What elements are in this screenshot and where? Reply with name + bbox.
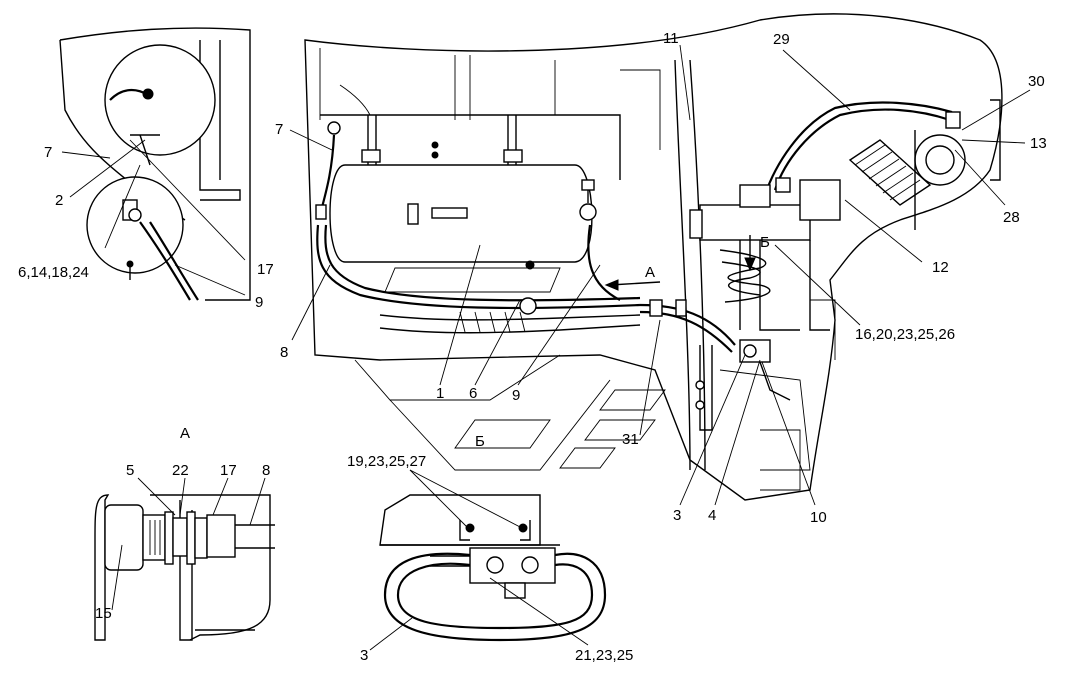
main-view [304, 13, 1003, 501]
view-a-title: А [180, 425, 191, 442]
nut-22 [172, 517, 188, 557]
callout-13: 13 [1030, 135, 1047, 152]
callout-29: 29 [773, 31, 790, 48]
callout-17-top: 17 [257, 261, 274, 278]
callout-4: 4 [708, 507, 717, 524]
callout-15: 15 [95, 605, 112, 622]
fitting-30 [945, 111, 961, 129]
callout-31: 31 [622, 431, 639, 448]
callout-22: 22 [172, 462, 189, 479]
receiver-end-lower [86, 176, 184, 274]
callout-9-main: 9 [512, 387, 521, 404]
valve-15 [104, 504, 144, 571]
callout-10: 10 [810, 509, 827, 526]
callout-6-14-18-24: 6,14,18,24 [18, 264, 89, 281]
detail-top-left [59, 27, 251, 301]
receiver-end-upper [104, 44, 216, 156]
callout-1: 1 [436, 385, 445, 402]
callout-7-main: 7 [275, 121, 284, 138]
detail-view-a [94, 494, 275, 641]
arrow-b-label: Б [760, 234, 770, 251]
fitting-17 [206, 514, 236, 558]
detail-bottom [379, 494, 607, 642]
valve-21 [469, 547, 556, 584]
view-arrows [604, 235, 756, 291]
callout-17-a: 17 [220, 462, 237, 479]
callout-21-23-25: 21,23,25 [575, 647, 634, 664]
callout-16-20-23-25-26: 16,20,23,25,26 [855, 326, 956, 343]
callout-19-23-25-27: 19,23,25,27 [347, 453, 427, 470]
receiver-plate [407, 203, 419, 225]
callout-5: 5 [126, 462, 135, 479]
callout-3-bottom: 3 [360, 647, 369, 664]
pressure-gauge [579, 203, 597, 221]
section-b-label: Б [475, 433, 485, 450]
callout-11: 11 [663, 30, 679, 47]
callout-6: 6 [469, 385, 478, 402]
callout-7-left: 7 [44, 144, 53, 161]
callout-8-main: 8 [280, 344, 289, 361]
bellows [848, 139, 932, 206]
arrow-a-label: А [645, 264, 656, 281]
leader-lines [61, 44, 1031, 651]
callout-2: 2 [55, 192, 64, 209]
callout-28: 28 [1003, 209, 1020, 226]
callout-9-left: 9 [255, 294, 264, 311]
callout-12: 12 [932, 259, 949, 276]
receiver-nameplate [431, 207, 468, 219]
mount-block [699, 204, 811, 241]
callout-30: 30 [1028, 73, 1045, 90]
callout-8-a: 8 [262, 462, 271, 479]
callout-3-main: 3 [673, 507, 682, 524]
